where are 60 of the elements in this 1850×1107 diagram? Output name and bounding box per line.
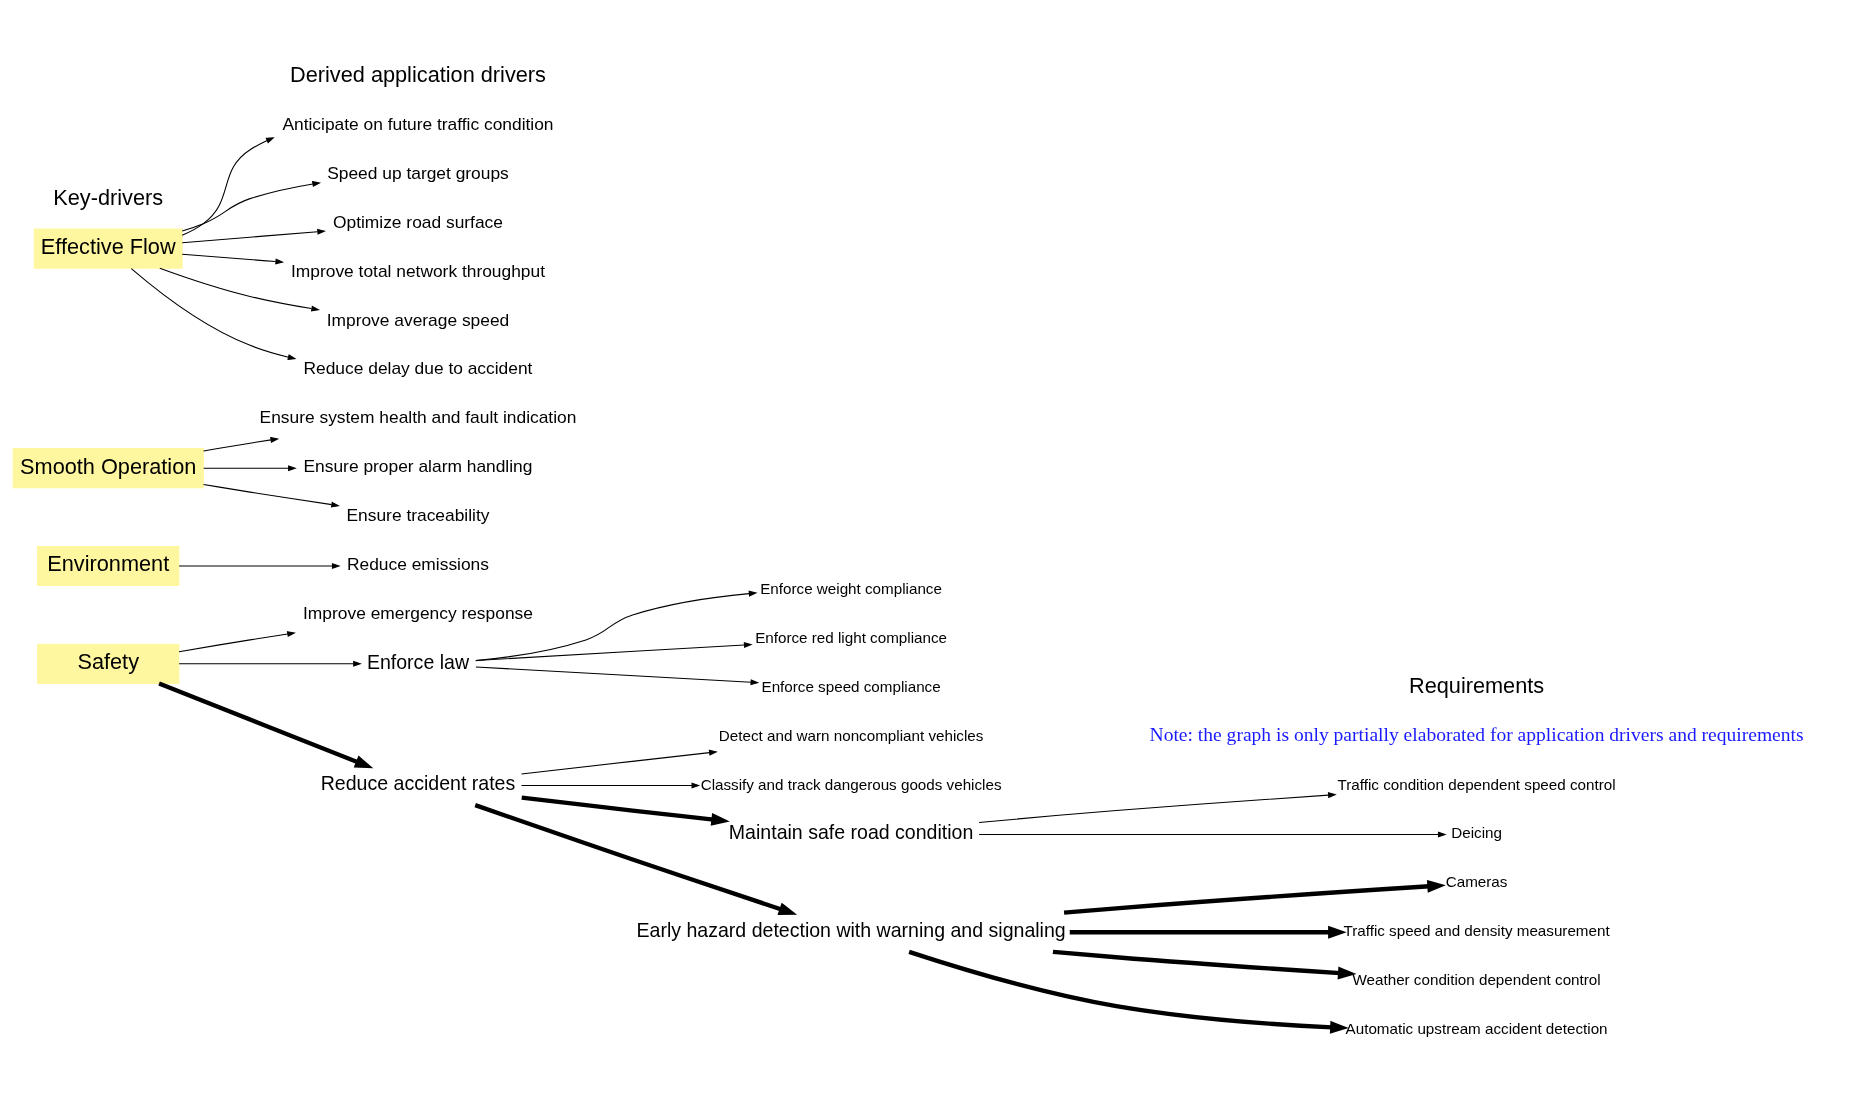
node-text: Reduce delay due to accident [303, 358, 533, 379]
label: Derived application drivers [290, 62, 546, 88]
node-text: Enforce red light compliance [755, 628, 948, 646]
node-text: Automatic upstream accident detection [1345, 1020, 1608, 1038]
node-box: Smooth Operation [12, 448, 204, 489]
arrow [181, 180, 322, 232]
arrow [178, 562, 341, 570]
node-text: Enforce law [366, 650, 470, 673]
node-text: Speed up target groups [327, 162, 509, 183]
arrow [1069, 925, 1347, 939]
arrow [521, 795, 730, 826]
node-text: Classify and track dangerous goods vehicles [700, 775, 1002, 793]
arrow [520, 782, 701, 789]
node-text: Improve average speed [326, 309, 510, 330]
node-box: Effective Flow [33, 228, 183, 269]
node-text: Traffic speed and density measurement [1343, 922, 1610, 940]
arrow [474, 803, 798, 916]
node-text: Maintain safe road condition [728, 821, 974, 844]
node-text: Improve total network throughput [290, 260, 545, 281]
arrow [520, 749, 718, 775]
node-text: Cameras [1445, 873, 1508, 891]
node-text: Ensure proper alarm handling [303, 456, 533, 477]
node-box: Environment [37, 545, 180, 587]
arrow [181, 253, 285, 265]
node-text: Weather condition dependent control [1352, 971, 1601, 989]
label: Note: the graph is only partially elaborated for application drivers and requirements [1149, 724, 1804, 746]
label: Requirements [1408, 673, 1545, 699]
arrow [159, 267, 321, 312]
arrow [130, 268, 297, 361]
arrow [203, 483, 340, 508]
arrow [158, 681, 374, 769]
arrow [1052, 949, 1357, 980]
node-text: Improve emergency response [303, 603, 533, 624]
arrow [203, 465, 297, 472]
node-text: Detect and warn noncompliant vehicles [718, 726, 984, 744]
node-text: Ensure traceability [346, 505, 490, 526]
node-text: Enforce speed compliance [761, 677, 941, 695]
arrow [178, 631, 296, 653]
label: Key-drivers [53, 185, 164, 211]
arrow [475, 641, 753, 662]
arrow [181, 228, 327, 244]
arrow [475, 590, 758, 662]
node-text: Ensure system health and fault indication [259, 407, 577, 428]
node-box: Safety [37, 643, 180, 684]
arrow [202, 436, 280, 452]
arrow [978, 831, 1447, 838]
node-text: Early hazard detection with warning and signaling [636, 919, 1066, 942]
arrow [978, 792, 1337, 823]
node-text: Anticipate on future traffic condition [282, 113, 554, 134]
node-text: Deicing [1451, 824, 1502, 842]
node-text: Reduce emissions [346, 554, 489, 575]
arrow [181, 137, 275, 236]
node-text: Optimize road surface [332, 211, 503, 232]
node-text: Traffic condition dependent speed control [1337, 775, 1616, 793]
node-text: Enforce weight compliance [760, 579, 942, 597]
arrow [178, 660, 362, 667]
arrow [1063, 879, 1446, 915]
arrow [475, 666, 760, 686]
node-text: Reduce accident rates [320, 772, 516, 795]
arrow [908, 949, 1349, 1034]
